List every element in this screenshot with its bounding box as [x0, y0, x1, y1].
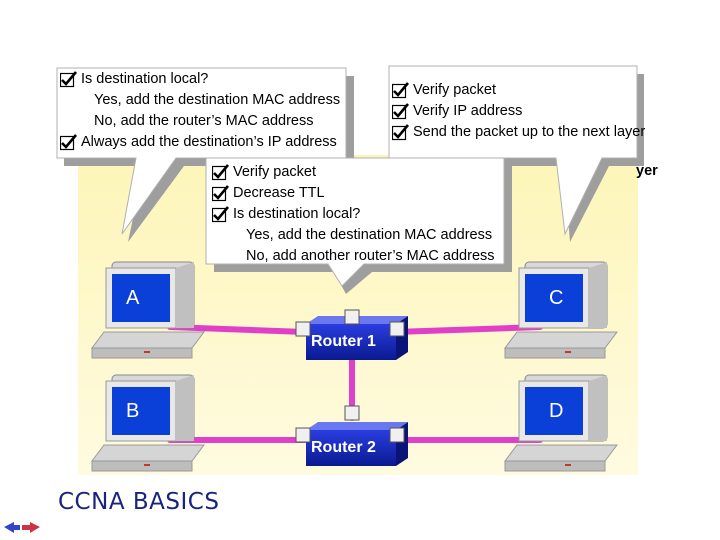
host-d-screen	[525, 387, 583, 435]
clipped-layer-text: yer	[636, 163, 658, 179]
router-line-3: Is destination local?	[212, 204, 495, 225]
host-b-label: B	[126, 400, 140, 422]
router-2-device[interactable]	[295, 405, 408, 466]
destination-callout-text: Verify packet Verify IP address Send the…	[392, 80, 645, 143]
router-1-device[interactable]	[295, 309, 408, 360]
router-callout	[205, 157, 512, 294]
router-1-label: Router 1	[311, 333, 376, 350]
destination-line-3: Send the packet up to the next layer	[392, 122, 645, 143]
destination-callout	[388, 65, 644, 242]
host-a-screen	[112, 274, 170, 322]
host-c-screen	[525, 274, 583, 322]
router-2-label: Router 2	[311, 439, 376, 456]
source-line-1: Is destination local?	[60, 69, 340, 90]
router-line-1: Verify packet	[212, 162, 495, 183]
footer-title: CCNA BASICS	[58, 489, 220, 515]
destination-line-1: Verify packet	[392, 80, 645, 101]
checkmark-icon	[212, 206, 229, 223]
checkmark-icon	[60, 71, 77, 88]
host-a-computer[interactable]	[91, 261, 205, 359]
source-line-3: No, add the router’s MAC address	[94, 113, 314, 129]
checkmark-icon	[392, 103, 409, 120]
host-a-label: A	[126, 287, 140, 309]
router-line-4: Yes, add the destination MAC address	[246, 227, 493, 243]
nav-arrows-icon[interactable]	[4, 522, 40, 533]
router-callout-text: Verify packet Decrease TTL Is destinatio…	[212, 162, 495, 267]
host-b-computer[interactable]	[91, 374, 205, 472]
host-d-computer[interactable]	[504, 374, 618, 472]
destination-line-2: Verify IP address	[392, 101, 645, 122]
host-d-label: D	[549, 400, 564, 422]
checkmark-icon	[392, 124, 409, 141]
source-callout-text: Is destination local? Yes, add the desti…	[60, 69, 340, 153]
router-line-2: Decrease TTL	[212, 183, 495, 204]
host-b-screen	[112, 387, 170, 435]
link-router1-c	[392, 324, 543, 335]
checkmark-icon	[212, 185, 229, 202]
host-c-label: C	[549, 287, 564, 309]
source-line-4: Always add the destination’s IP address	[60, 132, 340, 153]
checkmark-icon	[392, 82, 409, 99]
checkmark-icon	[60, 134, 77, 151]
checkmark-icon	[212, 164, 229, 181]
host-c-computer[interactable]	[504, 261, 618, 359]
router-line-5: No, add another router’s MAC address	[246, 248, 495, 264]
source-line-2: Yes, add the destination MAC address	[94, 92, 341, 108]
